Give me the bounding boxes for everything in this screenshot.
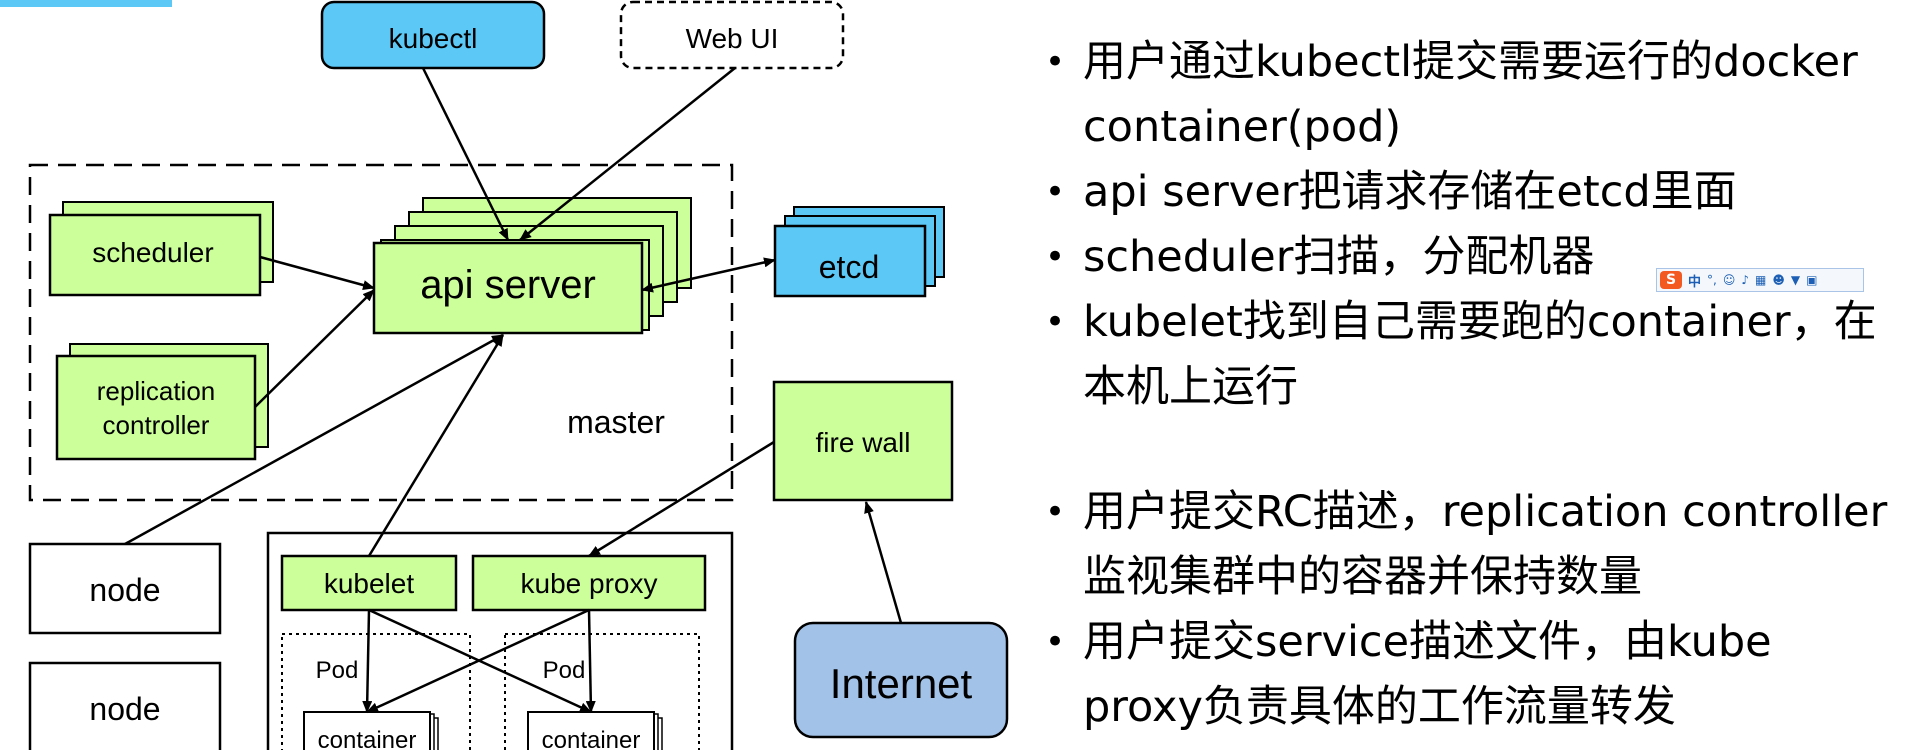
bullet-item: api server把请求存储在etcd里面 [1045,160,1895,225]
fire-wall-box [772,380,954,502]
replication-controller-label-line2: controller [103,410,210,440]
arrow-kubeproxy-to-container1 [366,608,590,714]
arrow-api-etcd [641,257,776,293]
fire-wall-label: fire wall [816,427,911,458]
ime-toolbar[interactable]: S 中 °, ☺ ♪ ▦ ☻ ▼ ▣ [1656,268,1864,292]
arrow-kubelet-to-container1 [362,609,373,713]
node-box-2 [28,661,222,750]
pod-label-1: Pod [316,657,359,684]
web-ui-label: Web UI [686,23,779,54]
sogou-logo-icon[interactable]: S [1660,271,1682,289]
user-icon[interactable]: ☻ [1772,273,1785,287]
master-boundary [28,163,734,502]
api-server-box [372,241,644,335]
connectors [124,67,903,714]
web-ui-box [619,0,845,70]
bullet-item: 用户提交service描述文件，由kube proxy负责具体的工作流量转发 [1045,610,1895,740]
node-label-2: node [89,691,160,727]
arrow-webui-to-api [519,67,736,241]
punctuation-icon[interactable]: °, [1707,273,1717,287]
bullet-item: kubelet找到自己需要跑的container，在本机上运行 [1045,290,1895,420]
bullet-item: 用户通过kubectl提交需要运行的docker container(pod) [1045,30,1895,160]
etcd-label: etcd [819,249,879,285]
scheduler-box [48,213,262,297]
bullet-item: 用户提交RC描述，replication controller监视集群中的容器并… [1045,480,1895,610]
arrow-kubelet-to-api [367,334,505,557]
replication-controller-box [55,354,257,461]
pod-box-1 [281,633,471,750]
node-box-1 [28,542,222,635]
arrow-internet-to-firewall [864,501,903,624]
bullet-item: scheduler扫描，分配机器 [1045,225,1895,290]
kubernetes-architecture-diagram: master kubectl Web UI scheduler replicat… [0,0,1009,750]
skin-icon[interactable]: ▼ [1790,273,1801,287]
master-label: master [567,404,665,440]
bullet-list: 用户通过kubectl提交需要运行的docker container(pod) … [1045,30,1895,740]
arrow-rc-to-api [254,289,375,408]
emoji-icon[interactable]: ☺ [1722,273,1736,287]
keyboard-icon[interactable]: ▦ [1755,273,1767,287]
container-box-2 [527,711,655,750]
container-label-1: container [318,727,417,750]
scheduler-label: scheduler [92,237,213,268]
microphone-icon[interactable]: ♪ [1741,273,1750,287]
container-label-2: container [542,727,641,750]
kube-proxy-label: kube proxy [521,568,658,599]
replication-controller-label-line1: replication [97,376,216,406]
arrow-kubectl-to-api [421,67,510,241]
arrow-firewall-to-kubeproxy [588,440,775,558]
kube-proxy-box [471,554,707,612]
ime-mode-toggle[interactable]: 中 [1688,274,1702,290]
pod-box-2 [504,633,700,750]
arrow-node-to-api [124,333,504,546]
grid-icon[interactable]: ▣ [1806,273,1818,287]
node-label-1: node [89,572,160,608]
kubectl-label: kubectl [389,23,478,54]
accent-bar [0,0,172,7]
kubectl-box [320,0,546,70]
kubelet-label: kubelet [324,568,415,599]
api-server-label: api server [420,263,596,307]
internet-label: Internet [830,660,973,707]
container-box-1 [303,711,431,750]
arrow-scheduler-to-api [259,255,375,290]
arrow-kubeproxy-to-container2 [585,609,596,713]
etcd-box [773,224,927,298]
pod-label-2: Pod [543,657,586,684]
